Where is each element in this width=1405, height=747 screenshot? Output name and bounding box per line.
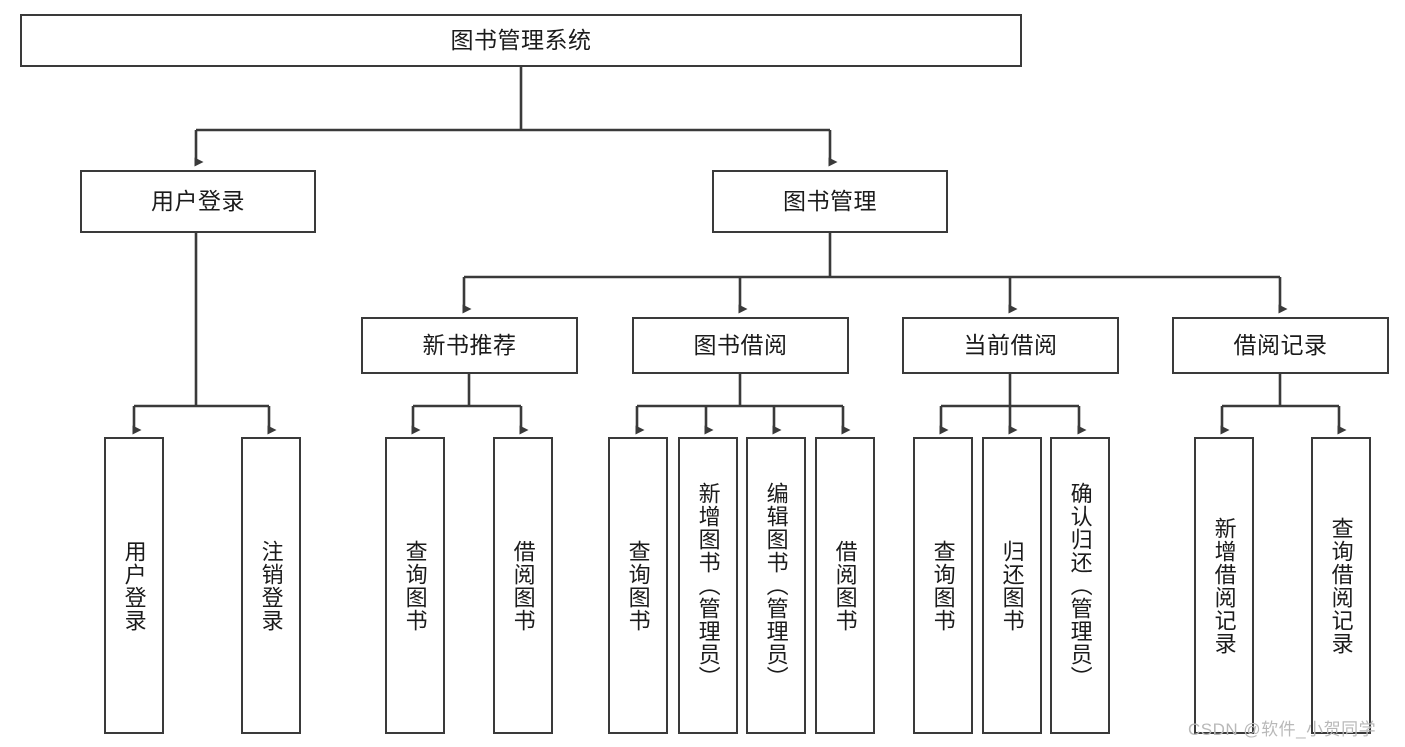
node-borrow-record-label: 借阅记录	[1233, 331, 1328, 358]
node-new-book-rec[interactable]: 新书推荐	[361, 317, 578, 374]
node-leaf-query-book-1-label: 查询图书	[402, 539, 428, 632]
node-leaf-confirm-return-label: 确认归还（管理员）	[1067, 482, 1093, 689]
node-user-login[interactable]: 用户登录	[80, 170, 316, 233]
node-current-borrow-label: 当前借阅	[963, 331, 1058, 358]
node-leaf-query-book-1[interactable]: 查询图书	[385, 437, 445, 734]
node-leaf-logout-label: 注销登录	[258, 539, 284, 632]
node-leaf-borrow-book-2[interactable]: 借阅图书	[815, 437, 875, 734]
node-root-label: 图书管理系统	[450, 26, 592, 53]
node-book-borrow-label: 图书借阅	[693, 331, 788, 358]
node-leaf-query-book-2[interactable]: 查询图书	[608, 437, 668, 734]
node-leaf-query-record[interactable]: 查询借阅记录	[1311, 437, 1371, 734]
node-leaf-add-book[interactable]: 新增图书（管理员）	[678, 437, 738, 734]
node-leaf-user-login[interactable]: 用户登录	[104, 437, 164, 734]
node-leaf-borrow-book-1[interactable]: 借阅图书	[493, 437, 553, 734]
node-leaf-add-record[interactable]: 新增借阅记录	[1194, 437, 1254, 734]
node-leaf-confirm-return[interactable]: 确认归还（管理员）	[1050, 437, 1110, 734]
node-leaf-return-book[interactable]: 归还图书	[982, 437, 1042, 734]
node-leaf-borrow-book-1-label: 借阅图书	[510, 539, 536, 632]
node-leaf-add-book-label: 新增图书（管理员）	[695, 482, 721, 689]
node-leaf-edit-book[interactable]: 编辑图书（管理员）	[746, 437, 806, 734]
csdn-watermark: CSDN @软件_小贺同学	[1188, 720, 1377, 739]
node-user-login-label: 用户登录	[151, 187, 245, 214]
node-leaf-borrow-book-2-label: 借阅图书	[832, 539, 858, 632]
node-leaf-add-record-label: 新增借阅记录	[1211, 516, 1237, 655]
node-current-borrow[interactable]: 当前借阅	[902, 317, 1119, 374]
node-root[interactable]: 图书管理系统	[20, 14, 1022, 67]
node-borrow-record[interactable]: 借阅记录	[1172, 317, 1389, 374]
node-leaf-query-record-label: 查询借阅记录	[1328, 516, 1354, 655]
node-leaf-logout[interactable]: 注销登录	[241, 437, 301, 734]
node-leaf-query-book-2-label: 查询图书	[625, 539, 651, 632]
node-book-manage[interactable]: 图书管理	[712, 170, 948, 233]
node-book-manage-label: 图书管理	[783, 187, 877, 214]
node-leaf-query-book-3[interactable]: 查询图书	[913, 437, 973, 734]
node-leaf-user-login-label: 用户登录	[121, 539, 147, 632]
node-new-book-rec-label: 新书推荐	[422, 331, 517, 358]
node-leaf-edit-book-label: 编辑图书（管理员）	[763, 482, 789, 689]
node-leaf-query-book-3-label: 查询图书	[930, 539, 956, 632]
node-leaf-return-book-label: 归还图书	[999, 539, 1025, 632]
node-book-borrow[interactable]: 图书借阅	[632, 317, 849, 374]
